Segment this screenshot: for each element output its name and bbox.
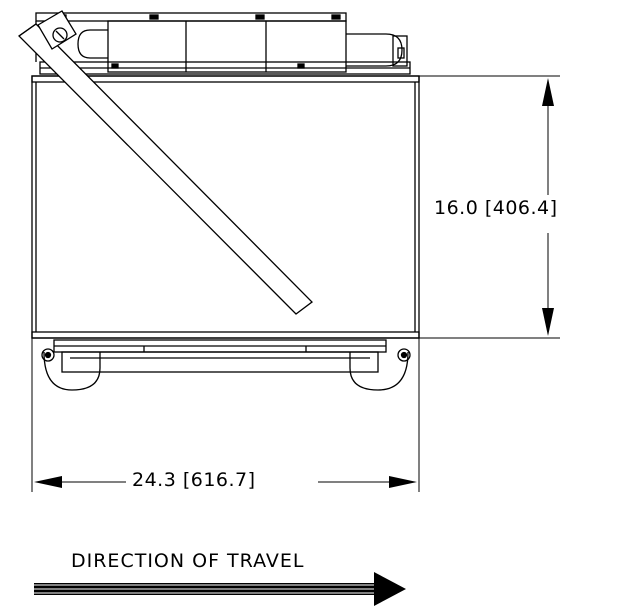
- width-dimension-label: 24.3 [616.7]: [130, 469, 258, 491]
- top-housing: [35, 12, 411, 75]
- diagonal-handle: [17, 10, 313, 315]
- main-body: [31, 75, 420, 339]
- travel-arrow: [34, 572, 406, 606]
- bottom-assembly: [41, 339, 411, 391]
- height-dimension: [419, 75, 560, 339]
- height-dimension-label: 16.0 [406.4]: [434, 197, 558, 219]
- direction-of-travel-label: DIRECTION OF TRAVEL: [71, 550, 305, 572]
- width-dimension: [31, 338, 420, 492]
